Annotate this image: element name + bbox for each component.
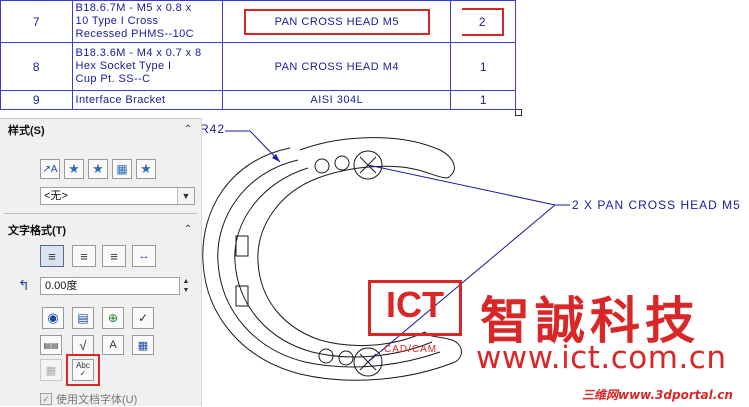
bom-material: AISI 304L [222,90,452,110]
ict-logo-subtitle: CAD/CAM [384,344,438,355]
checkbox[interactable]: ✓ [40,393,52,405]
chevron-up-icon[interactable]: ⌃ [183,124,193,135]
chevron-up-icon[interactable]: ⌃ [183,224,193,235]
add-style-button[interactable]: ★ [64,159,84,179]
justify-button[interactable]: ↔ [132,245,156,267]
spell-check-button[interactable]: Abc✓ [72,359,94,381]
highlighted-material: PAN CROSS HEAD M5 [243,8,430,35]
delete-style-button[interactable]: ★ [88,159,108,179]
link-to-property-button[interactable]: ▤ [72,307,94,329]
angle-spinner[interactable]: ▲▼ [182,278,190,294]
pin-icon: ✓ [137,311,149,325]
table-icon: ▤▤ [43,340,59,350]
add-symbol-button[interactable]: ⊕ [102,307,124,329]
bom-qty: 1 [450,90,516,110]
geometric-tolerance-button[interactable]: √ [72,335,94,355]
load-style-button[interactable]: ★ [136,159,156,179]
spell-check-icon: Abc✓ [76,361,90,378]
check-root-icon: √ [79,337,87,353]
desc-line: Recessed PHMS--10C [75,28,195,40]
table-resize-handle[interactable] [515,109,522,116]
angle-value: 0.00度 [45,280,78,292]
save-style-button[interactable]: ▦ [112,159,132,179]
use-document-font-label: 使用文档字体(U) [56,394,138,406]
bom-description: B18.6.7M - M5 x 0.8 x 10 Type I Cross Re… [71,0,224,43]
angle-input[interactable]: 0.00度 [40,277,180,295]
desc-line: Cup Pt. SS--C [75,73,151,85]
text-format-section-header[interactable]: 文字格式(T) ⌃ [0,219,201,241]
style-section-title: 样式(S) [8,125,45,137]
highlight-box [66,354,100,386]
star-add-icon: ★ [68,161,80,176]
bom-material: PAN CROSS HEAD M5 [222,0,452,43]
highlighted-qty: 2 [462,7,505,36]
surface-finish-button[interactable]: A [102,335,124,355]
bom-material: PAN CROSS HEAD M4 [222,42,452,91]
footer-watermark: 三维网www.3dportal.cn [582,388,733,402]
divider [4,213,197,214]
desc-line: Interface Bracket [75,93,166,106]
url-watermark: www.ict.com.cn [476,340,727,376]
hole-callout-button[interactable]: ▦ [40,359,62,381]
save-style-icon: ▦ [116,162,128,176]
bom-qty: 1 [450,42,516,91]
apply-style-button[interactable]: ↗A [40,159,60,179]
property-panel: 样式(S) ⌃ ↗A ★ ★ ▦ ★ <无> ▼ 文字格式(T) ⌃ ≡ ≡ ≡… [0,118,202,406]
bom-item-number: 7 [0,0,73,43]
radius-dimension-label[interactable]: R42 [200,122,226,136]
bom-qty: 2 [450,0,516,43]
bom-item-number: 9 [0,90,73,110]
desc-line: B18.6.7M - M5 x 0.8 x [75,2,192,14]
globe-link-icon: ◉ [47,310,59,325]
datum-button[interactable]: ▦ [132,335,154,355]
table-row: 9 Interface Bracket AISI 304L 1 [0,90,516,110]
style-section-header[interactable]: 样式(S) ⌃ [0,119,201,141]
insert-table-button[interactable]: ▤▤ [40,335,62,355]
bom-table: 7 B18.6.7M - M5 x 0.8 x 10 Type I Cross … [0,0,516,111]
desc-line: Hex Socket Type I [75,60,172,72]
property-list-icon: ▤ [77,311,89,325]
bom-item-number: 8 [0,42,73,91]
use-document-font-checkbox[interactable]: ✓ 使用文档字体(U) [40,391,137,407]
angle-icon: ↰ [18,277,30,293]
align-right-icon: ≡ [110,248,118,264]
symbol-add-icon: ⊕ [107,311,119,325]
company-name-watermark: 智誠科技 [480,292,700,350]
desc-line: B18.3.6M - M4 x 0.7 x 8 [75,47,202,59]
text-up-icon: A [109,339,117,351]
align-left-button[interactable]: ≡ [40,245,64,267]
datum-icon: ▦ [137,339,149,352]
bom-description: Interface Bracket [71,90,224,110]
desc-line: 10 Type I Cross [75,15,159,27]
style-dropdown-value: <无> [44,190,68,202]
bom-description: B18.3.6M - M4 x 0.7 x 8 Hex Socket Type … [71,42,224,91]
style-dropdown[interactable]: <无> ▼ [40,187,195,205]
ict-logo: ICT [368,280,462,336]
style-apply-icon: ↗A [42,163,58,175]
star-delete-icon: ★ [92,161,104,176]
align-right-button[interactable]: ≡ [102,245,126,267]
hole-callout-icon: ▦ [45,364,57,377]
star-load-icon: ★ [140,161,152,176]
note-callout-label[interactable]: 2 X PAN CROSS HEAD M5 [572,198,741,212]
chevron-down-icon[interactable]: ▼ [177,188,194,204]
align-center-icon: ≡ [80,248,88,264]
align-left-icon: ≡ [48,248,56,264]
fit-text-icon: ↔ [138,250,150,262]
table-row: 8 B18.3.6M - M4 x 0.7 x 8 Hex Socket Typ… [0,42,516,91]
link-property-button[interactable]: ◉ [42,307,64,329]
align-center-button[interactable]: ≡ [72,245,96,267]
text-format-section-title: 文字格式(T) [8,225,67,237]
table-row: 7 B18.6.7M - M5 x 0.8 x 10 Type I Cross … [0,0,516,43]
lock-symbol-button[interactable]: ✓ [132,307,154,329]
